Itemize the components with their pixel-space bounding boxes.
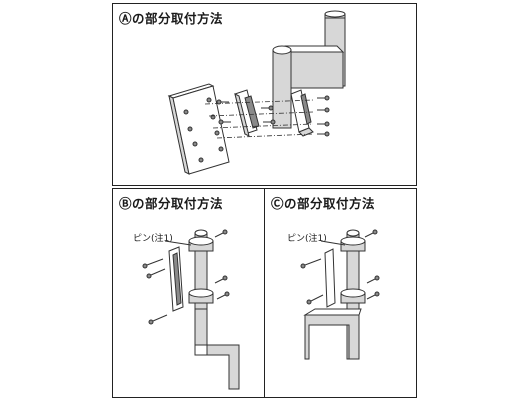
panel-b-mounting: Ⓑの部分取付方法 ピン(注1) [112,188,265,398]
screw-icon [317,95,330,101]
screw-icon [216,99,229,105]
screw-icon [306,294,324,305]
panel-c-mounting: Ⓒの部分取付方法 ピン(注1) [264,188,417,398]
top-clamp [188,236,214,252]
screw-icon [148,314,168,325]
pin-leader-line [320,240,346,246]
screw-icon [216,291,230,300]
panel-b-illustration [142,229,240,390]
screw-icon [146,268,166,279]
screw-icon [366,275,380,284]
screw-icon [214,275,228,284]
screw-icon [218,119,231,125]
screws [142,229,230,325]
panel-b-title: Ⓑの部分取付方法 [119,196,224,211]
screw-icon [142,258,164,269]
bottom-frame [303,308,362,360]
pin-leader-line [164,240,192,246]
bracket-plate [168,246,184,312]
screw-icon [261,105,274,111]
panel-c-title: Ⓒの部分取付方法 [271,196,376,211]
screw-icon [317,107,330,113]
bracket-right [290,89,314,137]
bottom-clamp [188,288,214,304]
panel-a-illustration [167,10,346,175]
tube-end [272,45,292,129]
assembly-axis-lines [204,99,314,139]
top-clamp [340,236,366,252]
screw-icon [364,229,378,238]
screws [300,229,380,305]
base-handrail [194,308,240,390]
screw-icon [317,131,330,137]
bracket-middle [234,89,260,137]
bottom-clamp [340,288,366,304]
panel-b-pin-note: ピン(注1) [133,234,173,244]
screw-icon [366,291,380,300]
screw-icon [317,121,330,127]
screw-icon [214,229,228,238]
bracket-plate [324,248,336,308]
panel-a-title: Ⓐの部分取付方法 [119,11,224,26]
screw-icon [300,258,322,269]
panel-c-illustration [300,229,380,360]
screw-icon [263,119,276,125]
screws [216,95,330,137]
wall-plate [167,83,230,175]
panel-c-pin-note: ピン(注1) [287,234,327,244]
panel-a-mounting: Ⓐの部分取付方法 [112,3,417,186]
